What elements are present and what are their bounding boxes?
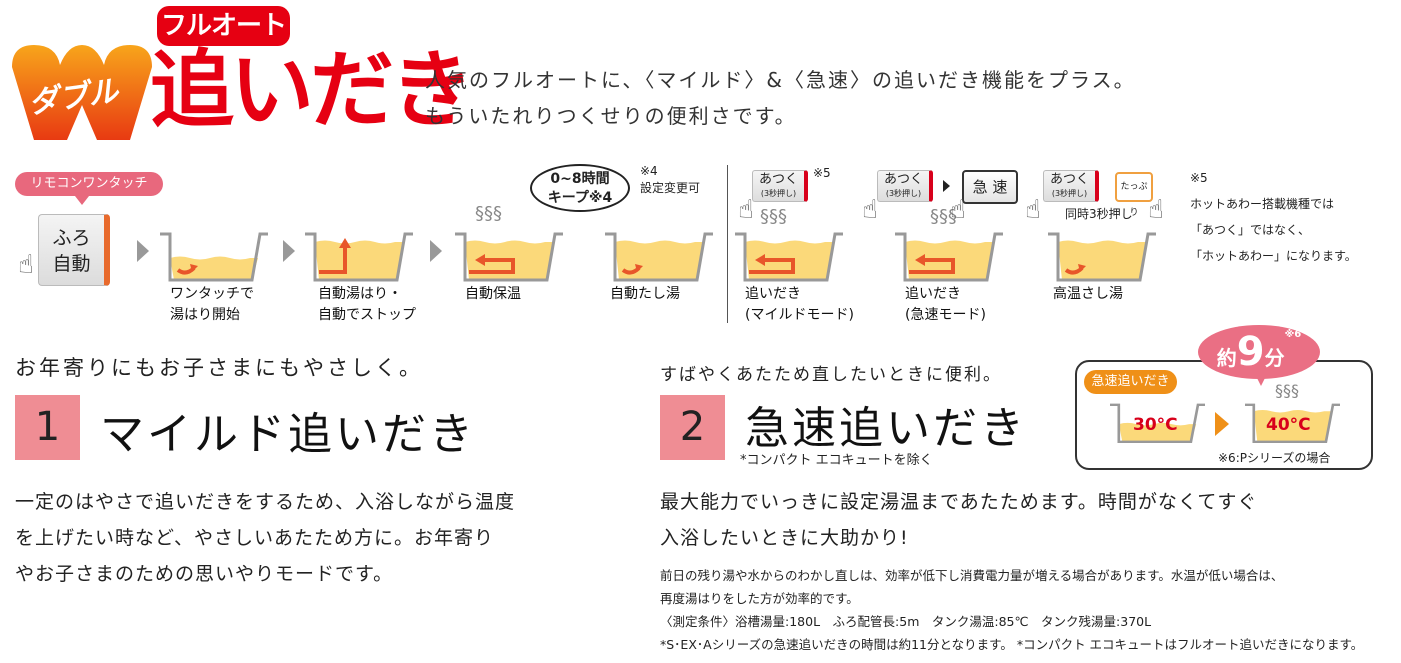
intro-text: 人気のフルオートに、〈マイルド〉&〈急速〉の追いだき機能をプラス。 もういたれり… <box>425 62 1136 134</box>
intro-line: 人気のフルオートに、〈マイルド〉&〈急速〉の追いだき機能をプラス。 <box>425 68 1136 92</box>
section2-number: 2 <box>660 395 725 460</box>
atsuku-button: あつく(3秒押し) <box>752 170 808 202</box>
furo-label: ふろ <box>52 227 91 249</box>
logo-main-text: 追いだき <box>150 41 474 139</box>
arrow-right-icon <box>430 240 442 262</box>
atsuku-button: あつく(3秒押し) <box>1043 170 1099 202</box>
step-label: 自動たし湯 <box>610 286 680 302</box>
bathtub-graphic <box>455 232 563 282</box>
auto-label: 自動 <box>52 253 91 275</box>
step-label: 追いだき(マイルドモード) <box>745 286 854 323</box>
intro-line: もういたれりつくせりの便利さです。 <box>425 104 797 128</box>
bathtub-icon <box>605 228 713 284</box>
atsuku-button: あつく(3秒押し) <box>877 170 933 202</box>
section2-title: 急速追いだき <box>745 403 1027 454</box>
arrow-right-icon <box>1215 412 1229 436</box>
logo-badge: フルオート <box>157 6 290 46</box>
arrow-right-icon <box>283 240 295 262</box>
step-label: 高温さし湯 <box>1053 286 1123 302</box>
hand-icon: ☝ <box>950 195 966 225</box>
bathtub-graphic <box>735 232 843 282</box>
hand-icon: ☝ <box>738 195 754 225</box>
section2-subtitle: すばやくあたため直したいときに便利。 <box>660 365 1002 385</box>
bathtub-icon <box>1245 400 1340 445</box>
remote-label: リモコンワンタッチ <box>15 172 163 205</box>
furo-auto-button: ふろ 自動 <box>38 214 110 286</box>
time-bubble: 約9分※6 <box>1198 325 1320 379</box>
bathtub-icon <box>895 228 1003 284</box>
arrow-right-icon <box>943 180 950 192</box>
bathtub-icon <box>160 228 268 284</box>
bathtub-graphic <box>1048 232 1156 282</box>
hand-icon: ☝ <box>862 195 878 225</box>
steam-icon: §§§ <box>475 203 502 224</box>
step-label: 自動湯はり・自動でストップ <box>318 286 416 323</box>
bathtub-graphic <box>1110 403 1205 443</box>
temp-from: 30°C <box>1133 415 1178 435</box>
keep-bubble: 0~8時間キープ※4 <box>530 164 630 212</box>
step-label: 追いだき(急速モード) <box>905 286 986 323</box>
steam-icon: §§§ <box>930 206 957 227</box>
bathtub-icon <box>735 228 843 284</box>
bathtub-graphic <box>305 232 413 282</box>
section2-notes: 前日の残り湯や水からのわかし直しは、効率が低下し消費電力量が増える場合があります… <box>660 568 1364 652</box>
bathtub-icon <box>455 228 563 284</box>
step-label: ワンタッチで湯はり開始 <box>170 286 254 323</box>
hand-icon: ☝ <box>1025 195 1041 225</box>
divider <box>727 165 728 323</box>
bathtub-graphic <box>605 232 713 282</box>
bathtub-icon <box>1110 400 1205 445</box>
hand-icon: ☝ <box>18 250 34 280</box>
bathtub-graphic <box>160 232 268 282</box>
kyusoku-button: 急 速 <box>962 170 1018 204</box>
simultaneous-label: 同時3秒押し <box>1065 207 1133 221</box>
bathtub-graphic <box>1245 403 1340 443</box>
tappuri-button: たっぷり <box>1115 172 1153 218</box>
section1-body: 一定のはやさで追いだきをするため、入浴しながら温度を上げたい時など、やさしいあた… <box>15 491 516 585</box>
section2-title-note: *コンパクト エコキュートを除く <box>740 453 933 468</box>
section2-body: 最大能力でいっきに設定湯温まであたためます。時間がなくてすぐ入浴したいときに大助… <box>660 491 1258 549</box>
section1-subtitle: お年寄りにもお子さまにもやさしく。 <box>15 356 423 380</box>
hand-icon: ☝ <box>1148 195 1164 225</box>
steam-icon: §§§ <box>760 206 787 227</box>
step-label: 自動保温 <box>465 286 521 302</box>
bathtub-icon <box>305 228 413 284</box>
arrow-right-icon <box>137 240 149 262</box>
section1-title: マイルド追いだき <box>100 409 476 460</box>
note-5-mark: ※5 <box>813 166 831 180</box>
bubble-tail <box>1255 374 1267 386</box>
bathtub-graphic <box>895 232 1003 282</box>
logo-w-mark <box>12 45 152 140</box>
bathtub-icon <box>1048 228 1156 284</box>
steam-icon: §§§ <box>1275 381 1299 400</box>
footnote-6: ※6:Pシリーズの場合 <box>1218 451 1331 465</box>
section1-number: 1 <box>15 395 80 460</box>
rapid-label: 急速追いだき <box>1084 370 1177 394</box>
temp-to: 40°C <box>1266 415 1311 435</box>
